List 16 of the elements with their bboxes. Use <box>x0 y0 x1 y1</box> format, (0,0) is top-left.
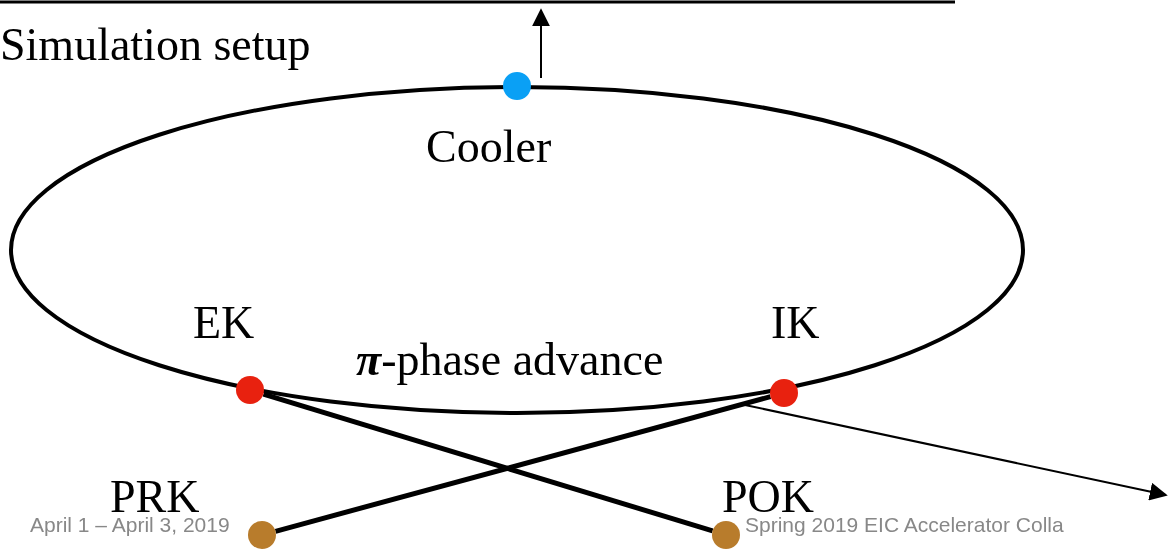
point-marker <box>770 379 798 407</box>
point-label: EK <box>193 300 255 346</box>
slide-title: Simulation setup <box>0 22 311 68</box>
connector-line <box>274 394 772 534</box>
footer-date: April 1 – April 3, 2019 <box>30 514 230 535</box>
point-label: IK <box>771 300 820 346</box>
point-label: Cooler <box>426 124 552 170</box>
footer-text: Spring 2019 EIC Accelerator Colla <box>745 514 1064 535</box>
point-marker <box>236 376 264 404</box>
point-marker <box>248 521 276 549</box>
arrow <box>532 8 550 79</box>
point-marker <box>712 521 740 549</box>
phase-label: π-phase advance <box>356 337 664 383</box>
connector-line <box>262 391 714 534</box>
point-marker <box>503 72 531 100</box>
arrow <box>744 404 1168 501</box>
